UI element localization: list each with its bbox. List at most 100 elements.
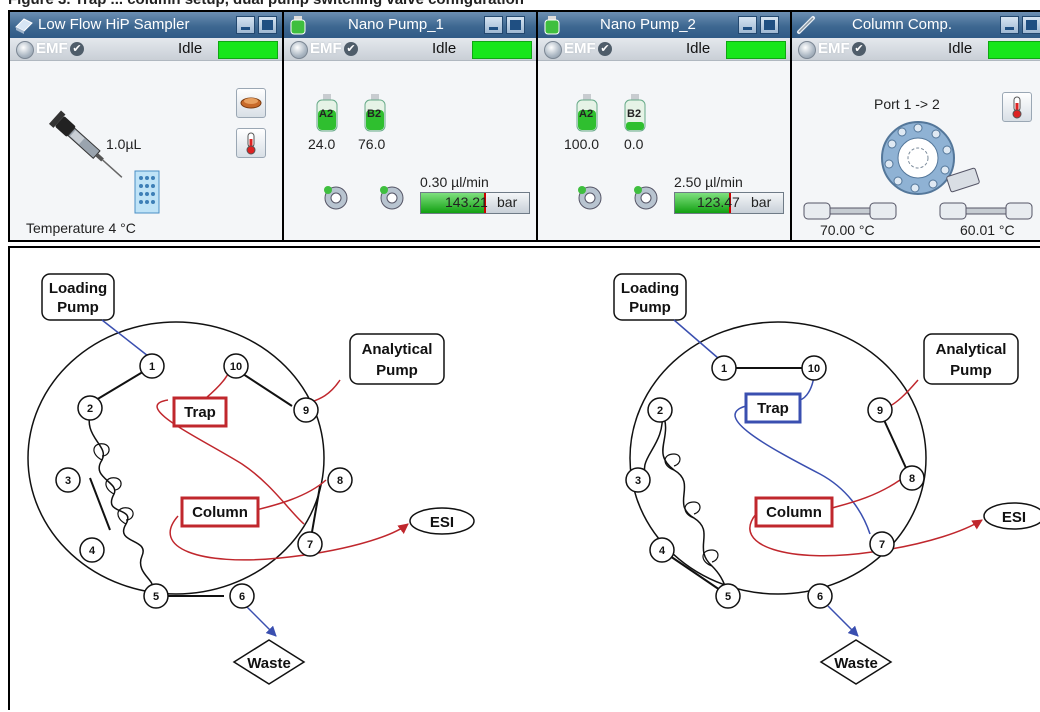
maximize-button[interactable] [506, 16, 525, 34]
solvent-a-bottle-icon [576, 94, 598, 132]
nano-pump-2-title: Nano Pump_2 [600, 16, 696, 33]
loading-pump-label: Pump [629, 299, 671, 316]
pressure-unit: bar [497, 194, 518, 210]
power-icon[interactable] [544, 41, 562, 59]
pressure-fill [421, 193, 484, 213]
svg-text:5: 5 [153, 591, 159, 603]
nano-pump-2-status: Idle [686, 40, 711, 57]
nano-pump-2-statusbar: EMF ✔ Idle [538, 38, 790, 61]
thermometer-icon [246, 132, 256, 155]
emf-label: EMF [818, 40, 850, 57]
svg-text:6: 6 [239, 591, 245, 603]
pump-bottle-icon [290, 16, 306, 35]
sampler-status: Idle [178, 40, 203, 57]
nano-pump-2-panel: Nano Pump_2 EMF ✔ Idle A2 B2 100.0 0.0 [538, 12, 790, 240]
sampler-temperature: Temperature 4 °C [26, 220, 136, 236]
solvent-a-label: A2 [579, 108, 594, 120]
emf-label: EMF [310, 40, 342, 57]
svg-text:7: 7 [879, 539, 885, 551]
maximize-button[interactable] [258, 16, 277, 34]
nano-pump-1-status: Idle [432, 40, 457, 57]
pressure-value: 143.21 [445, 194, 488, 210]
purge-valve-icon[interactable] [320, 182, 350, 212]
column-comp-titlebar[interactable]: Column Comp. [792, 12, 1040, 38]
status-led [218, 41, 278, 59]
thermometer-icon [1012, 96, 1022, 119]
analytical-pump-label: Pump [950, 362, 992, 379]
minimize-button[interactable] [1000, 16, 1019, 34]
pump-valve-icon[interactable] [376, 182, 406, 212]
waste-label: Waste [247, 655, 291, 672]
tray-button[interactable] [236, 88, 266, 118]
nano-pump-2-titlebar[interactable]: Nano Pump_2 [538, 12, 790, 38]
solvent-b-percent: 0.0 [624, 136, 644, 152]
pressure-gauge: 143.21 bar [420, 192, 530, 214]
power-icon[interactable] [290, 41, 308, 59]
svg-text:7: 7 [307, 539, 313, 551]
nano-pump-1-titlebar[interactable]: Nano Pump_1 [284, 12, 536, 38]
check-icon: ✔ [598, 42, 612, 56]
svg-text:2: 2 [657, 405, 663, 417]
pressure-limit-marker [483, 193, 486, 213]
column-label: Column [766, 504, 822, 521]
pressure-limit-marker [729, 193, 731, 213]
valve-diagram-left: Loading Pump Analytical Pump ESI Waste [27, 273, 475, 685]
solvent-b-bottle-icon [364, 94, 386, 132]
status-led [472, 41, 532, 59]
esi-label: ESI [1002, 509, 1026, 526]
minimize-button[interactable] [484, 16, 503, 34]
column-comp-title: Column Comp. [852, 16, 953, 33]
sampler-module-icon [15, 18, 33, 34]
loading-pump-box [613, 273, 687, 321]
pressure-unit: bar [751, 194, 772, 210]
svg-text:1: 1 [149, 361, 155, 373]
valve-configuration-diagram: Loading Pump Analytical Pump ESI Waste [8, 246, 1040, 710]
syringe-icon [48, 110, 123, 178]
trap-box [172, 396, 228, 428]
left-column-heater-icon [803, 202, 897, 220]
svg-text:10: 10 [230, 361, 242, 373]
svg-text:9: 9 [303, 405, 309, 417]
solvent-a-percent: 100.0 [564, 136, 600, 152]
analytical-pump-label: Analytical [936, 341, 1007, 358]
thermostat-button[interactable] [236, 128, 266, 158]
sampler-titlebar[interactable]: Low Flow HiP Sampler [10, 12, 282, 38]
svg-text:9: 9 [877, 405, 883, 417]
waste-node [232, 639, 306, 685]
trap-label: Trap [184, 404, 216, 421]
column-box [180, 496, 260, 528]
solvent-b-bottle-icon [624, 94, 646, 132]
analytical-pump-box [923, 333, 1019, 385]
svg-text:2: 2 [87, 403, 93, 415]
power-icon[interactable] [798, 41, 816, 59]
emf-label: EMF [36, 40, 68, 57]
thermostat-button[interactable] [1002, 92, 1032, 122]
pump-valve-icon[interactable] [630, 182, 660, 212]
trap-box [744, 392, 802, 424]
waste-node [819, 639, 893, 685]
minimize-button[interactable] [738, 16, 757, 34]
svg-text:5: 5 [725, 591, 731, 603]
minimize-button[interactable] [236, 16, 255, 34]
switching-valve-icon[interactable] [878, 118, 984, 200]
svg-text:3: 3 [635, 475, 641, 487]
trap-label: Trap [757, 400, 789, 417]
pump-bottle-icon [544, 16, 560, 35]
flow-rate: 2.50 µl/min [674, 174, 743, 190]
nano-pump-1-panel: Nano Pump_1 EMF ✔ Idle A2 B2 24.0 76.0 [284, 12, 536, 240]
loading-pump-label: Loading [621, 280, 679, 297]
svg-text:6: 6 [817, 591, 823, 603]
nano-pump-1-statusbar: EMF ✔ Idle [284, 38, 536, 61]
solvent-a-percent: 24.0 [308, 136, 336, 152]
maximize-button[interactable] [760, 16, 779, 34]
check-icon: ✔ [852, 42, 866, 56]
solvent-b-label: B2 [627, 108, 642, 120]
sampler-statusbar: EMF ✔ Idle [10, 38, 282, 61]
right-column-heater-icon [939, 202, 1033, 220]
esi-node [409, 507, 475, 535]
nano-pump-1-title: Nano Pump_1 [348, 16, 444, 33]
svg-text:8: 8 [337, 475, 343, 487]
purge-valve-icon[interactable] [574, 182, 604, 212]
power-icon[interactable] [16, 41, 34, 59]
maximize-button[interactable] [1022, 16, 1040, 34]
